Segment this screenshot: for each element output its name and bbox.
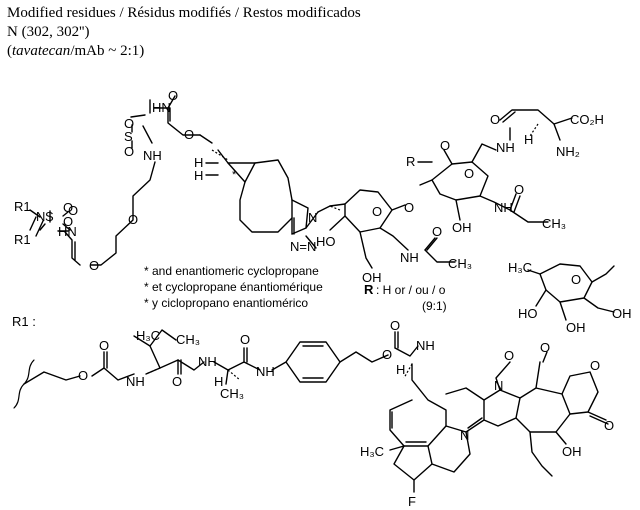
atom-o-carbamate: O (78, 368, 88, 383)
atom-h-asn: H (524, 132, 533, 147)
note-spanish: * y ciclopropano enantiomérico (144, 296, 308, 310)
atom-o-sulfonyl-3: O (63, 200, 73, 215)
atom-nh-acetyl-top: NH (494, 200, 513, 215)
atom-ch3-top: CH₃ (542, 216, 566, 231)
atom-ch3-ala: CH₃ (220, 386, 244, 401)
atom-o-sulfonyl-2: O (124, 144, 134, 159)
atom-o-ring-mid: O (372, 204, 382, 219)
drug-name: tavatecan (12, 43, 71, 59)
atom-o-lactam: O (540, 340, 550, 355)
atom-hn-left: HN (58, 224, 77, 239)
atom-oh-top: OH (452, 220, 472, 235)
r-definition-text: : H or / ou / o (376, 283, 446, 297)
atom-h-ala: H (214, 374, 223, 389)
atom-oh-fucose-2: OH (566, 320, 586, 335)
header: Modified residues / Résidus modifiés / R… (7, 4, 361, 61)
atom-ho-fucose: HO (518, 306, 538, 321)
atom-h-cyclopropane-2: H (194, 168, 203, 183)
atom-o-ether-1: O (128, 212, 138, 227)
atom-nh-exatecan: NH (416, 338, 435, 353)
stereo-star: * (232, 169, 237, 181)
r1-label: R1 : (12, 314, 36, 329)
atom-h3c-core: H₃C (360, 444, 384, 459)
atom-ch3-mid: CH₃ (448, 256, 472, 271)
atom-o-asn: O (490, 112, 500, 127)
atom-ch3-val: CH₃ (176, 332, 200, 347)
note-english: * and enantiomeric cyclopropane (144, 264, 319, 278)
atom-o-r: O (440, 138, 450, 153)
atom-o-ether-2: O (89, 258, 99, 273)
header-target: N (302, 302'') (7, 24, 90, 40)
atom-co2h: CO₂H (570, 112, 604, 127)
atom-o-sulfonyl-4: O (63, 214, 73, 229)
atom-n-quinoline: N (460, 428, 469, 443)
atom-oh-fucose-1: OH (612, 306, 632, 321)
atom-o-lactam-top: O (504, 348, 514, 363)
atom-n-lactam: N (494, 378, 503, 393)
atom-o-lactone: O (604, 418, 614, 433)
r-definition-ratio: (9:1) (422, 299, 447, 313)
atom-o-acetyl-top: O (514, 182, 524, 197)
atom-nh-sulfamide: NH (143, 148, 162, 163)
atom-o-glycosidic: O (404, 200, 414, 215)
atom-s-left: S (45, 209, 54, 224)
atom-nh2: NH₂ (556, 144, 580, 159)
atom-oh-core: OH (562, 444, 582, 459)
atom-o-lactone-ring: O (590, 358, 600, 373)
atom-o-amide-ala: O (240, 332, 250, 347)
header-ratio: (tavatecan/mAb ~ 2:1) (7, 43, 145, 59)
atom-r: R (406, 154, 415, 169)
atom-nh-ala: NH (198, 354, 217, 369)
atom-s-top: S (124, 129, 133, 144)
atom-o-carbonyl-left: O (68, 203, 78, 218)
atom-o-ester-top: O (184, 127, 194, 142)
header-title: Modified residues / Résidus modifiés / R… (7, 5, 361, 21)
atom-f: F (408, 494, 416, 509)
atom-o-amide-val: O (172, 374, 182, 389)
atom-n-triazole: N (308, 210, 317, 225)
atom-o-carbonyl-top: O (168, 88, 178, 103)
atom-nn-triazole: N=N (290, 239, 316, 254)
atom-o-ring-fucose: O (571, 272, 581, 287)
atom-oh-mid: OH (362, 270, 382, 285)
atom-o-sulfonyl-1: O (124, 116, 134, 131)
atom-o-pab: O (382, 347, 392, 362)
atom-o-carbonyl-val: O (99, 338, 109, 353)
atom-n-r1: N (36, 209, 45, 224)
atom-h-exatecan: H (396, 362, 405, 377)
atom-hn-top: HN (152, 100, 171, 115)
atom-r1-top: R1 (14, 199, 31, 214)
atom-o-ring-top: O (464, 166, 474, 181)
atom-h3c-val: H₃C (136, 328, 160, 343)
atom-nh-acetyl-mid: NH (400, 250, 419, 265)
note-french: * et cyclopropane énantiomérique (144, 280, 323, 294)
atom-nh-pab: NH (256, 364, 275, 379)
atom-o-acetyl-mid: O (432, 224, 442, 239)
atom-nh-val: NH (126, 374, 145, 389)
atom-o-carbonyl-pab: O (390, 318, 400, 333)
atom-ho-mid: HO (316, 234, 336, 249)
atom-h3c-fucose: H₃C (508, 260, 532, 275)
atom-h-cyclopropane-1: H (194, 155, 203, 170)
atom-nh-amide: NH (496, 140, 515, 155)
atom-r1-bottom: R1 (14, 232, 31, 247)
r-definition-label: R (364, 282, 374, 297)
